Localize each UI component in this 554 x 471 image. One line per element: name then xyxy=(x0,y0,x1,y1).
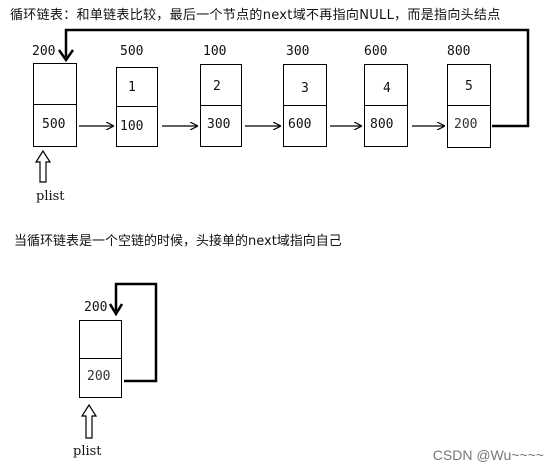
node-1-address-label: 500 xyxy=(120,44,144,59)
empty-plist-pointer-arrow xyxy=(80,403,98,439)
node-2: 2 300 xyxy=(200,64,242,147)
empty-head-data-cell xyxy=(80,321,121,359)
node-3-data-value: 3 xyxy=(301,81,309,96)
node-1-next-value: 100 xyxy=(120,119,144,134)
circular-return-arrow xyxy=(64,28,530,128)
empty-head-node: 200 xyxy=(79,320,122,398)
head-address-label: 200 xyxy=(32,44,56,59)
node-1-data-value: 1 xyxy=(128,80,136,95)
node-1: 1 100 xyxy=(116,67,158,147)
empty-head-next-value: 200 xyxy=(87,369,111,384)
watermark: CSDN @Wu~~~~ xyxy=(432,447,544,463)
node-4-address-label: 600 xyxy=(364,44,388,59)
node-3-data-cell xyxy=(284,65,326,106)
plist-label: plist xyxy=(36,189,65,204)
diagram-title: 循环链表：和单链表比较，最后一个节点的next域不再指向NULL，而是指向头结点 xyxy=(10,8,501,23)
node-2-next-value: 300 xyxy=(207,117,231,132)
node-4: 4 800 xyxy=(364,64,408,147)
node-5-data-value: 5 xyxy=(465,79,473,94)
head-node-next-value: 500 xyxy=(42,117,66,132)
node-3-next-value: 600 xyxy=(288,117,312,132)
node-1-data-cell xyxy=(117,68,157,107)
node-2-address-label: 100 xyxy=(203,44,227,59)
self-loop-arrow xyxy=(114,282,158,383)
plist-pointer-arrow xyxy=(34,149,52,183)
node-5-next-value: 200 xyxy=(454,117,478,132)
node-4-data-cell xyxy=(365,65,407,106)
empty-head-address-label: 200 xyxy=(84,300,108,315)
node-5-data-cell xyxy=(448,65,490,106)
node-2-data-value: 2 xyxy=(213,79,221,94)
node-4-data-value: 4 xyxy=(383,81,391,96)
head-node: 500 xyxy=(33,63,77,147)
node-3: 3 600 xyxy=(283,64,327,147)
head-node-data-cell xyxy=(34,64,76,105)
node-3-address-label: 300 xyxy=(286,44,310,59)
empty-plist-label: plist xyxy=(73,444,102,459)
node-2-data-cell xyxy=(201,65,241,106)
node-5: 5 200 xyxy=(447,64,491,148)
node-5-address-label: 800 xyxy=(447,44,471,59)
node-4-next-value: 800 xyxy=(370,117,394,132)
empty-list-caption: 当循环链表是一个空链的时候，头接单的next域指向自己 xyxy=(14,234,342,249)
